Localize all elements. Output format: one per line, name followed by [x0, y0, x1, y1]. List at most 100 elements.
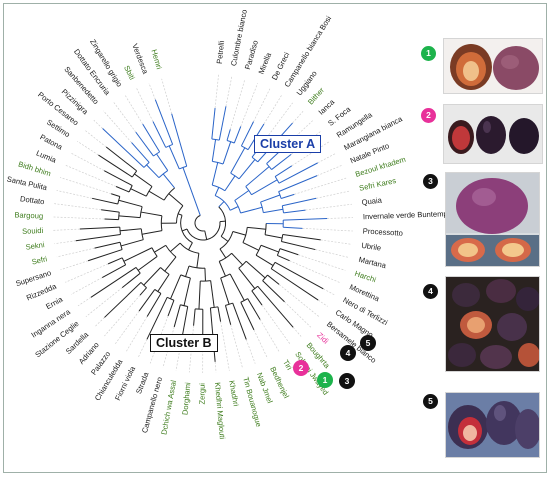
leaf-guide [315, 249, 350, 258]
leaf-guide [214, 73, 220, 109]
leaf-badge-circle [340, 345, 356, 361]
tree-branch [230, 172, 240, 180]
tree-branch [177, 213, 183, 216]
photo-badge-2: 2 [421, 108, 436, 123]
tree-branch [262, 274, 268, 281]
tree-branch [271, 153, 292, 170]
leaf-label: Bidh bhim [17, 159, 52, 178]
leaf-label: Sefri Kares [358, 176, 397, 193]
tree-branch [115, 186, 130, 193]
leaf-label: Dottato [20, 194, 45, 206]
tree-branch [193, 308, 196, 326]
leaf-label: Mirella [257, 51, 274, 76]
tree-branch [91, 197, 118, 205]
tree-branch [283, 218, 328, 221]
tree-branch [240, 206, 263, 214]
leaf-guide [317, 153, 337, 164]
tree-branch [278, 175, 318, 193]
tree-branch [245, 186, 252, 195]
leaf-guide [253, 88, 271, 122]
tree-branch [118, 215, 141, 219]
tree-branch [130, 188, 147, 197]
tree-branch [245, 166, 270, 187]
leaf-guide [225, 75, 233, 107]
leaf-guide [64, 164, 117, 187]
tree-branch [170, 274, 182, 300]
leaf-label: Petrelli [215, 40, 226, 64]
leaf-label: Martana [358, 255, 388, 270]
tree-branch [180, 304, 188, 307]
leaf-guide [316, 190, 350, 199]
leaf-badge-circle [317, 372, 333, 388]
tree-branch [229, 206, 239, 211]
leaf-label: Paradiso [243, 39, 260, 70]
leaf-guide [240, 83, 258, 127]
tree-branch [247, 298, 261, 320]
tree-branch [131, 142, 150, 163]
tree-branch [220, 273, 231, 279]
fig-photo-2 [443, 104, 543, 164]
leaf-guide [323, 288, 335, 296]
tree-branch [260, 201, 264, 213]
tree-branch [278, 162, 318, 184]
leaf-guide [294, 177, 347, 195]
leaf-guide [298, 254, 346, 271]
tree-branch [111, 193, 120, 197]
leaf-label: Sbiti [122, 64, 137, 82]
leaf-guide [93, 119, 103, 129]
leaf-guide [124, 94, 144, 125]
leaf-guide [263, 95, 282, 125]
tree-branch [105, 146, 137, 172]
leaf-label: Sefri [31, 254, 49, 266]
tree-branch [262, 280, 285, 303]
leaf-label: Tiri [281, 358, 294, 372]
tree-branch [226, 129, 231, 141]
tree-branch [211, 139, 217, 162]
tree-branch [137, 256, 158, 271]
leaf-label: Dorghami [180, 382, 192, 416]
tree-branch [222, 141, 232, 165]
tree-branch [79, 226, 120, 230]
tree-branch [118, 199, 143, 208]
fig-photo-5 [445, 392, 540, 458]
tree-branch [146, 293, 162, 317]
tree-branch [188, 265, 205, 269]
leaf-guide [253, 329, 268, 359]
tree-branch [198, 280, 201, 310]
photo-badge-3: 3 [423, 174, 438, 189]
leaf-badge-circle [339, 373, 355, 389]
tree-branch [87, 249, 123, 262]
leaf-guide [214, 361, 217, 373]
tree-branch [140, 282, 147, 289]
tree-branch [102, 128, 145, 168]
leaf-guide [148, 82, 156, 100]
tree-branch [283, 209, 306, 214]
leaf-guide [125, 316, 148, 352]
leaf-guide [59, 177, 112, 195]
tree-branch [264, 234, 283, 239]
tree-branch [90, 266, 137, 298]
leaf-guide [77, 140, 99, 156]
tree-branch [173, 304, 181, 328]
tree-branches [75, 99, 328, 362]
leaf-label: Harchi [354, 269, 378, 285]
tree-branch [160, 267, 170, 275]
leaf-guide [85, 287, 123, 317]
tree-branch [218, 106, 227, 141]
tree-branch [168, 193, 184, 207]
tree-branch [135, 131, 154, 157]
tree-branch [232, 302, 247, 340]
leaf-guide [54, 240, 76, 245]
tree-branch [164, 256, 177, 272]
cluster-b-label: Cluster B [150, 334, 218, 352]
tree-branch [211, 162, 219, 186]
tree-branch [282, 197, 317, 207]
leaf-guide [291, 141, 330, 167]
tree-branch [220, 277, 230, 305]
photo-badge-4: 4 [423, 284, 438, 299]
leaf-label: Souidi [22, 226, 44, 236]
tree-branch [264, 223, 267, 235]
tree-branch [196, 253, 200, 268]
tree-branch [281, 205, 284, 213]
